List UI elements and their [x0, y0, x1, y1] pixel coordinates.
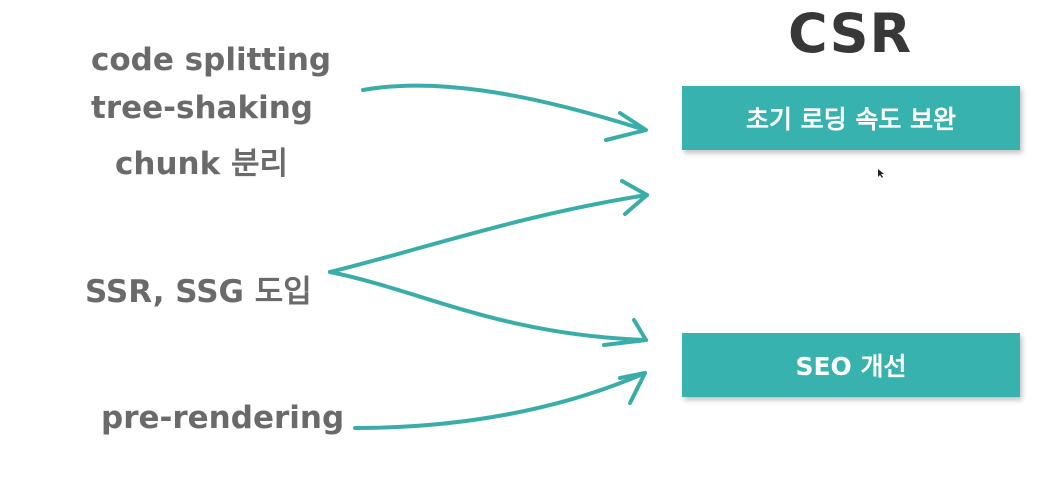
item-ssr-ssg: SSR, SSG 도입 [85, 274, 312, 310]
diagram-title: CSR [787, 2, 913, 65]
arrow-ssr-to-box1 [328, 193, 649, 274]
box-seo: SEO 개선 [682, 333, 1020, 397]
arrow-prerender-to-box2-head [618, 371, 647, 405]
item-tree-shaking: tree-shaking [91, 90, 313, 126]
arrow-ssr-to-box1-head [620, 179, 649, 216]
arrow-group1-to-box1-head [604, 111, 648, 142]
item-pre-rendering: pre-rendering [101, 400, 345, 436]
box-seo-label: SEO 개선 [795, 352, 907, 381]
box-initial-loading: 초기 로딩 속도 보완 [682, 86, 1020, 150]
arrow-prerender-to-box2 [353, 371, 647, 430]
item-chunk-split: chunk 분리 [115, 146, 289, 182]
arrow-ssr-to-box2 [328, 270, 648, 342]
item-code-splitting: code splitting [91, 42, 332, 78]
arrow-ssr-to-box2-head [602, 318, 648, 347]
arrow-group1-to-box1 [361, 83, 647, 132]
mouse-pointer-icon [878, 169, 884, 178]
box-initial-loading-label: 초기 로딩 속도 보완 [745, 105, 957, 134]
